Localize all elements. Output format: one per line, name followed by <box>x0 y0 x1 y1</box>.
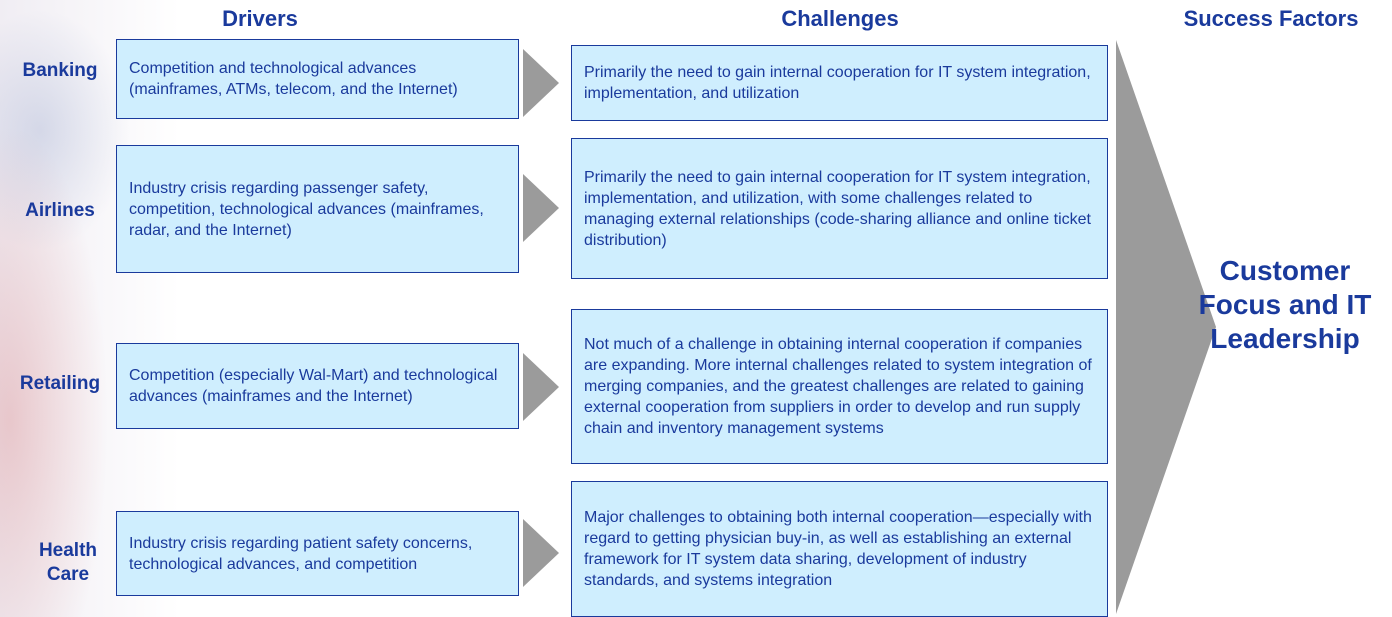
driver-text-banking: Competition and technological advances (… <box>129 60 458 98</box>
driver-text-retailing: Competition (especially Wal-Mart) and te… <box>129 367 498 405</box>
driver-box-banking: Competition and technological advances (… <box>116 39 519 119</box>
row-label-airlines: Airlines <box>25 200 95 221</box>
driver-text-health-care: Industry crisis regarding patient safety… <box>129 534 473 573</box>
challenge-text-retailing: Not much of a challenge in obtaining int… <box>584 336 1092 437</box>
success-factors-header: Success Factors <box>1183 6 1359 31</box>
driver-box-retailing: Competition (especially Wal-Mart) and te… <box>116 343 519 429</box>
driver-box-airlines: Industry crisis regarding passenger safe… <box>116 145 519 273</box>
success-factor-text: Customer Focus and IT Leadership <box>1198 255 1372 354</box>
challenge-text-health-care: Major challenges to obtaining both inter… <box>584 509 1092 589</box>
drivers-header: Drivers <box>222 6 298 31</box>
challenge-box-health-care: Major challenges to obtaining both inter… <box>571 481 1108 617</box>
challenge-box-airlines: Primarily the need to gain internal coop… <box>571 138 1108 279</box>
row-label-banking: Banking <box>22 60 98 81</box>
challenges-header: Challenges <box>781 6 899 31</box>
driver-box-health-care: Industry crisis regarding patient safety… <box>116 511 519 596</box>
driver-text-airlines: Industry crisis regarding passenger safe… <box>129 179 484 239</box>
challenge-text-banking: Primarily the need to gain internal coop… <box>584 64 1091 102</box>
challenge-box-retailing: Not much of a challenge in obtaining int… <box>571 309 1108 464</box>
challenge-text-airlines: Primarily the need to gain internal coop… <box>584 168 1091 249</box>
row-label-retailing: Retailing <box>19 373 101 394</box>
row-label-health-care: Health Care <box>38 540 98 585</box>
challenge-box-banking: Primarily the need to gain internal coop… <box>571 45 1108 121</box>
